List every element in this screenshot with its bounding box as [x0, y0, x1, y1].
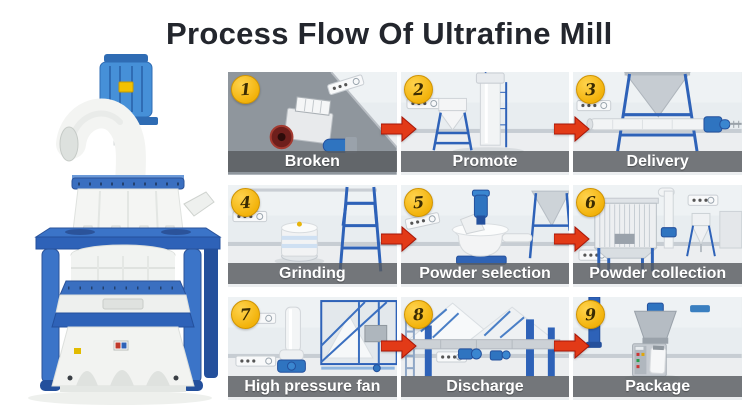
step-cell-bucket-elevator: 2 Promote: [400, 72, 570, 175]
step-number-badge: 9: [576, 300, 606, 330]
step-label: Broken: [228, 150, 397, 172]
flow-arrow-icon: [380, 115, 417, 143]
step-cell-discharge-plant: 8 Discharge: [400, 297, 570, 400]
step-cell-pressure-fan: 7 High pressure fan: [228, 297, 397, 400]
step-number-badge: 4: [231, 187, 260, 217]
step-label: Package: [573, 375, 742, 397]
process-grid: 1 Broken 2 Promote 3 Delivery 4: [228, 72, 742, 400]
step-number-badge: 7: [231, 300, 260, 330]
step-cell-packing-machine: 9 Package: [573, 297, 742, 400]
scene-jaw-crusher-icon: [228, 72, 397, 175]
step-number-badge: 6: [576, 187, 606, 217]
step-number-badge: 8: [403, 300, 433, 330]
step-label: Discharge: [400, 375, 570, 397]
step-number-badge: 2: [403, 75, 433, 104]
step-cell-jaw-crusher: 1 Broken: [228, 72, 397, 175]
step-cell-mill-grinder: 4 Grinding: [228, 184, 397, 288]
step-cell-screw-conveyor: 3 Delivery: [573, 72, 742, 175]
step-number: 4: [239, 192, 252, 213]
flow-arrow-icon: [553, 115, 590, 143]
step-number: 6: [584, 192, 598, 213]
step-number-badge: 5: [403, 187, 433, 217]
flow-arrow-icon: [553, 332, 590, 360]
step-cell-bag-collector: 6 Powder collection: [573, 184, 742, 288]
page-title: Process Flow Of Ultrafine Mill: [166, 16, 613, 51]
step-number: 5: [411, 192, 425, 213]
ultrafine-mill-illustration: [8, 42, 228, 417]
step-number: 7: [239, 304, 252, 325]
step-number-badge: 3: [576, 75, 606, 104]
step-label: Delivery: [573, 150, 742, 172]
step-label: High pressure fan: [228, 375, 397, 397]
step-number: 8: [411, 304, 425, 325]
step-label: Promote: [400, 150, 570, 172]
step-number: 2: [411, 79, 425, 100]
step-cell-classifier: 5 Powder selection: [400, 184, 570, 288]
step-number: 9: [584, 304, 598, 325]
flow-arrow-icon: [553, 225, 590, 253]
flow-arrow-icon: [380, 332, 417, 360]
step-number: 3: [584, 79, 598, 100]
step-label: Powder collection: [573, 263, 742, 285]
flow-arrow-icon: [380, 225, 417, 253]
ultrafine-mill-icon: [28, 54, 222, 405]
step-label: Powder selection: [400, 263, 570, 285]
step-label: Grinding: [228, 263, 397, 285]
step-number-badge: 1: [231, 75, 260, 104]
step-number: 1: [239, 79, 252, 100]
